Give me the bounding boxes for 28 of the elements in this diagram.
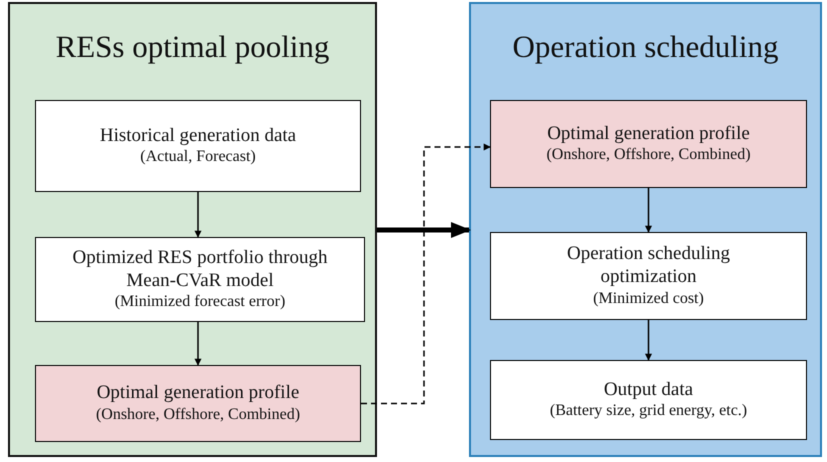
process-box (490, 360, 807, 440)
group-panel (469, 2, 822, 457)
box-subtext: (Actual, Forecast) (139, 147, 257, 168)
box-subtext: (Onshore, Offshore, Combined) (94, 404, 302, 425)
box-subtext: (Minimized forecast error) (114, 292, 286, 312)
arrow (361, 144, 491, 404)
box-subtext: (Onshore, Offshore, Combined) (545, 145, 752, 166)
box-heading: Optimal generation profile (96, 382, 300, 405)
panel-title: RESs optimal pooling (56, 30, 330, 64)
arrow (645, 320, 652, 361)
result-box (35, 365, 361, 442)
arrow (194, 322, 202, 366)
box-heading: Optimal generation profile (546, 122, 751, 146)
box-heading: Operation scheduling optimization (566, 243, 732, 289)
arrow (194, 192, 202, 238)
box-heading: Output data (602, 378, 694, 402)
arrow (377, 222, 471, 238)
box-heading: Historical generation data (98, 124, 298, 148)
process-box (35, 100, 361, 192)
panel-title: Operation scheduling (512, 30, 778, 64)
process-box (490, 232, 807, 320)
box-subtext: (Battery size, grid energy, etc.) (548, 401, 748, 422)
process-box (35, 237, 365, 322)
box-heading: Optimized RES portfolio through Mean-CVaR model (72, 246, 328, 292)
arrow (645, 188, 652, 233)
box-subtext: (Minimized cost) (592, 288, 705, 309)
group-panel (8, 2, 377, 457)
result-box (490, 100, 807, 188)
